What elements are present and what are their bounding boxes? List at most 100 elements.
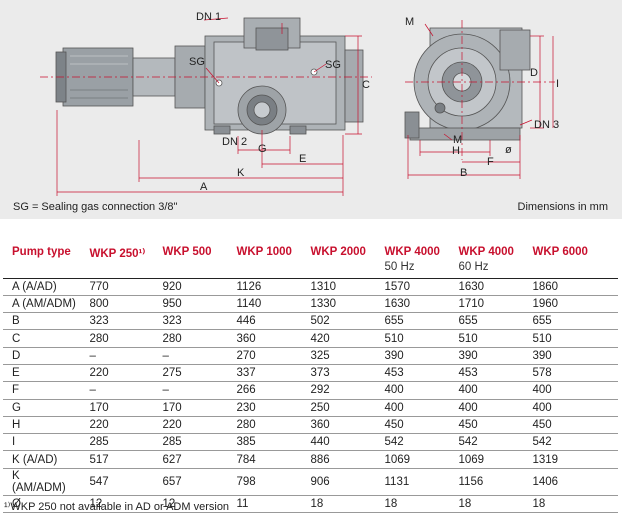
value-cell: 400 xyxy=(375,381,450,400)
value-cell: 770 xyxy=(80,278,154,296)
value-cell: 542 xyxy=(449,433,524,452)
header-wkp-2000: WKP 2000 xyxy=(301,242,376,279)
row-label-cell: A (A/AD) xyxy=(3,278,81,296)
value-cell: 230 xyxy=(227,399,302,417)
value-cell: 292 xyxy=(301,381,376,400)
value-cell: 390 xyxy=(523,347,618,365)
value-cell: 1126 xyxy=(227,278,302,296)
header-sublabel: 60 Hz xyxy=(458,261,489,273)
value-cell: 542 xyxy=(523,433,618,452)
value-cell: 502 xyxy=(301,312,376,331)
value-cell: 285 xyxy=(153,433,228,452)
label-d: D xyxy=(530,67,538,79)
row-label-cell: F xyxy=(3,381,81,400)
end-view-dimensions xyxy=(405,20,555,179)
value-cell: – xyxy=(80,381,154,400)
header-label: WKP 4000 xyxy=(458,246,514,258)
value-cell: 450 xyxy=(375,416,450,435)
header-pump-type: Pump type xyxy=(3,242,81,279)
value-cell: 950 xyxy=(153,295,228,314)
value-cell: 400 xyxy=(375,399,450,417)
label-sg-right: SG xyxy=(325,59,341,71)
value-cell: 400 xyxy=(523,399,618,417)
value-cell: 1156 xyxy=(449,468,524,496)
value-cell: 627 xyxy=(153,450,228,469)
value-cell: 542 xyxy=(375,433,450,452)
value-cell: 517 xyxy=(80,450,154,469)
dimensions-unit-caption: Dimensions in mm xyxy=(517,201,608,213)
label-diameter: ø xyxy=(505,144,512,156)
value-cell: 446 xyxy=(227,312,302,331)
value-cell: 440 xyxy=(301,433,376,452)
label-m-bottom: M xyxy=(453,134,462,146)
row-label-cell: G xyxy=(3,399,81,417)
value-cell: 18 xyxy=(375,495,450,514)
value-cell: 360 xyxy=(301,416,376,435)
value-cell: 1330 xyxy=(301,295,376,314)
label-h: H xyxy=(452,145,460,157)
value-cell: 906 xyxy=(301,468,376,496)
value-cell: 784 xyxy=(227,450,302,469)
value-cell: 220 xyxy=(153,416,228,435)
label-i: I xyxy=(556,78,559,90)
label-k: K xyxy=(237,167,245,179)
value-cell: 1069 xyxy=(375,450,450,469)
value-cell: 655 xyxy=(523,312,618,331)
value-cell: 1406 xyxy=(523,468,618,496)
value-cell: 920 xyxy=(153,278,228,296)
value-cell: 390 xyxy=(375,347,450,365)
value-cell: 400 xyxy=(449,399,524,417)
value-cell: 360 xyxy=(227,329,302,348)
value-cell: 450 xyxy=(449,416,524,435)
value-cell: 373 xyxy=(301,364,376,383)
header-sublabel: 50 Hz xyxy=(384,261,415,273)
table-header-row: Pump type WKP 250¹⁾ WKP 500 WKP 1000 WKP… xyxy=(3,242,618,279)
value-cell: 12 xyxy=(80,495,154,514)
row-label-cell: D xyxy=(3,347,81,365)
pump-drawing: DN 1 SG SG DN 2 G E K A C xyxy=(40,11,559,196)
header-label: WKP 1000 xyxy=(236,246,292,258)
value-cell: – xyxy=(153,347,228,365)
value-cell: 657 xyxy=(153,468,228,496)
value-cell: 1960 xyxy=(523,295,618,314)
row-label-cell: B xyxy=(3,312,81,331)
label-a: A xyxy=(200,181,208,193)
row-label-cell: K (A/AD) xyxy=(3,450,81,469)
value-cell: 18 xyxy=(301,495,376,514)
row-label-cell: C xyxy=(3,329,81,348)
value-cell: – xyxy=(153,381,228,400)
label-c: C xyxy=(362,79,370,91)
label-dn2: DN 2 xyxy=(222,136,247,148)
value-cell: 655 xyxy=(449,312,524,331)
value-cell: 18 xyxy=(449,495,524,514)
value-cell: 18 xyxy=(523,495,618,514)
row-label-cell: Ø xyxy=(3,495,81,514)
value-cell: 578 xyxy=(523,364,618,383)
header-wkp-6000: WKP 6000 xyxy=(523,242,618,279)
value-cell: 275 xyxy=(153,364,228,383)
value-cell: 1710 xyxy=(449,295,524,314)
value-cell: 12 xyxy=(153,495,228,514)
value-cell: 400 xyxy=(449,381,524,400)
value-cell: 385 xyxy=(227,433,302,452)
sealing-gas-caption: SG = Sealing gas connection 3/8" xyxy=(13,201,178,213)
label-m-top: M xyxy=(405,16,414,28)
value-cell: 285 xyxy=(80,433,154,452)
value-cell: 1131 xyxy=(375,468,450,496)
value-cell: 1570 xyxy=(375,278,450,296)
value-cell: 323 xyxy=(153,312,228,331)
value-cell: 280 xyxy=(80,329,154,348)
header-label: WKP 500 xyxy=(162,246,212,258)
value-cell: 1310 xyxy=(301,278,376,296)
value-cell: 800 xyxy=(80,295,154,314)
